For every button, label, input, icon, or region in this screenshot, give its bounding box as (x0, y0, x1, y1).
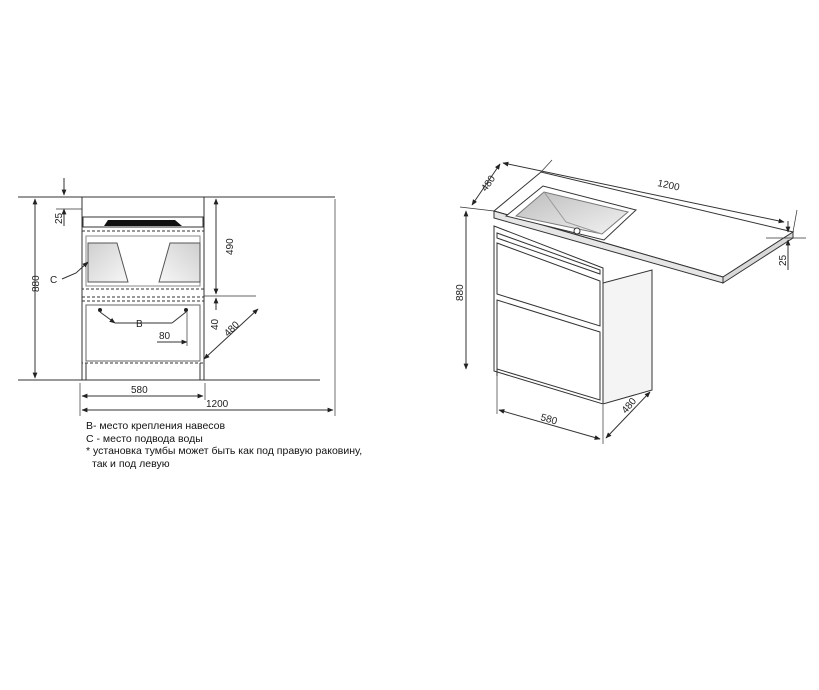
cabinet-side (602, 269, 653, 405)
iso-dim-1200-label: 1200 (656, 178, 680, 193)
label-b: B (136, 319, 143, 330)
dim-580-label: 580 (131, 385, 148, 396)
iso-dim-1200 (502, 161, 785, 224)
iso-dim-1200-ext-left (540, 159, 553, 173)
upper-drawer (496, 242, 601, 327)
drain-hole (573, 227, 581, 235)
iso-view (492, 171, 795, 405)
iso-dim-480-top-ext (459, 206, 495, 212)
iso-dim-880-label: 880 (455, 284, 466, 301)
iso-dim-480-top (471, 163, 501, 206)
label-c: C (50, 275, 57, 286)
dim-480-label: 480 (222, 319, 242, 339)
dim-880-label: 880 (31, 275, 42, 292)
note-c: C - место подвода воды (86, 432, 203, 445)
iso-dim-580-label: 580 (539, 412, 558, 427)
b-leader-left (99, 311, 116, 324)
siphon-left (87, 242, 129, 283)
hook-right (184, 308, 188, 312)
iso-dimensions (459, 159, 806, 444)
hook-left (98, 308, 102, 312)
basin-edge (104, 220, 182, 226)
lower-drawer (496, 299, 601, 401)
lower-drawer-panel (85, 304, 201, 362)
dim-25-label: 25 (54, 212, 65, 224)
dim-490-label: 490 (225, 238, 236, 255)
upper-drawer-outline (81, 230, 205, 290)
b-leader-right (171, 311, 187, 324)
front-view (18, 178, 336, 416)
iso-dim-1200-ext-right (792, 209, 798, 233)
dim-1200-label: 1200 (206, 399, 229, 410)
top-strip (496, 232, 601, 275)
note-install: * установка тумбы может быть как под пра… (86, 445, 363, 457)
dim-80-label: 80 (159, 331, 171, 342)
iso-dim-580 (498, 409, 601, 440)
iso-dim-480-bottom (605, 391, 651, 439)
legend-notes: B- место крепления навесов C - место под… (86, 420, 362, 470)
iso-dim-25-label: 25 (778, 254, 789, 266)
dim-40-label: 40 (210, 318, 221, 330)
note-install-cont: так и под левую (92, 457, 170, 470)
note-b: B- место крепления навесов (86, 420, 226, 432)
siphon-right (158, 242, 201, 283)
dim-480-diagonal (203, 308, 259, 360)
c-leader (61, 261, 89, 280)
